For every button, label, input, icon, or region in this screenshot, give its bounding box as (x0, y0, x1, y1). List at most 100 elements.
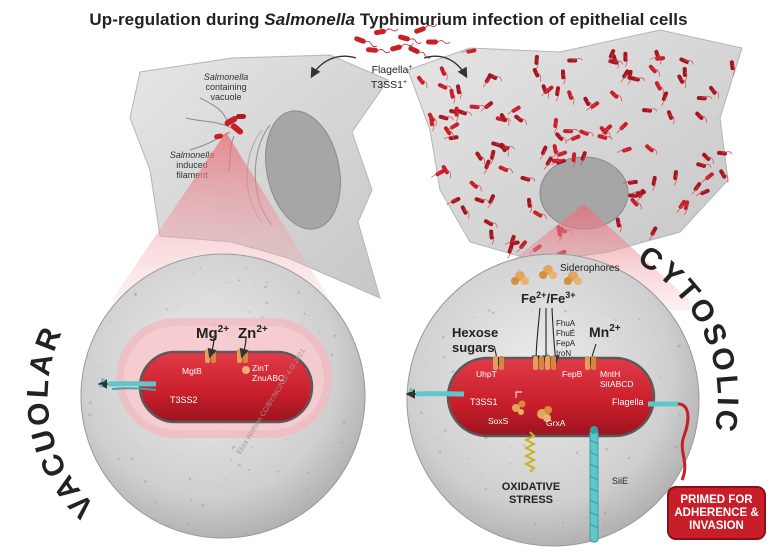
bacterium-flagellum-mark (479, 199, 490, 204)
bacterium-flagellum-mark (613, 60, 624, 65)
bacterium-flagellum-mark (572, 58, 583, 61)
sphere-texture-speck (265, 281, 268, 284)
sphere-texture-speck (484, 488, 487, 491)
bacterium-flagellum-mark (634, 201, 642, 210)
flagellum (647, 401, 690, 481)
bacterium-flagellum-mark (556, 158, 568, 162)
bacterium-flagellum-mark (649, 147, 658, 155)
sphere-texture-speck (442, 335, 445, 339)
sphere-texture-speck (593, 338, 595, 339)
bacterium-flagellum-mark (464, 209, 470, 220)
bacterium-flagellum-mark (507, 108, 517, 115)
bacterium-flagellum-mark (516, 244, 524, 253)
sphere-texture-speck (273, 509, 275, 511)
sphere-texture-speck (224, 478, 226, 480)
bacterium-flagellum-mark (451, 93, 456, 104)
sphere-texture-speck (444, 429, 447, 432)
sphere-texture-speck (349, 412, 351, 414)
sphere-texture-speck (300, 323, 302, 325)
sphere-texture-speck (303, 312, 306, 315)
bacterium-flagellum-mark (480, 104, 490, 112)
sphere-texture-speck (425, 348, 426, 350)
bacterium-flagellum-mark (648, 230, 655, 241)
bacterium-flagellum-mark (570, 94, 575, 105)
flagellated-bacteria-group: Flagella+ T3SS1+ (310, 23, 468, 91)
bacterium-flagellum-mark (712, 89, 720, 99)
sphere-texture-speck (616, 334, 617, 335)
sphere-texture-speck (154, 501, 157, 504)
sphere-texture-speck (654, 333, 656, 335)
bacterium-flagellum-mark (625, 56, 628, 67)
sphere-texture-speck (224, 513, 226, 515)
svg-text:Mg2+: Mg2+ (196, 324, 229, 342)
sphere-texture-speck (214, 521, 217, 524)
bacterium-flagellum-mark (562, 74, 566, 85)
fe-slash: / (546, 291, 550, 306)
bacterium-flagellum-mark (445, 169, 452, 179)
sphere-texture-speck (611, 478, 613, 480)
sphere-texture-speck (130, 457, 134, 461)
sphere-texture-speck (677, 344, 681, 348)
siderophores-label: Siderophores (560, 263, 619, 274)
bacterium-flagellum-mark (488, 222, 498, 228)
bacterium-flagellum-mark (680, 78, 687, 89)
sphere-texture-speck (109, 320, 111, 323)
flagella-label-inside: Flagella (612, 397, 644, 407)
bacterium-flagellum-mark (483, 164, 489, 174)
sphere-texture-speck (223, 315, 225, 317)
sphere-texture-speck (607, 504, 609, 506)
sphere-texture-speck (340, 441, 343, 445)
bacterium-flagellum-mark (447, 130, 454, 140)
sif-label-line3: filament (176, 170, 208, 180)
vacuolar-sphere: Mg2+ Zn2+ MgtB ZinT ZnuABC T3SS2 (80, 253, 366, 539)
sphere-texture-speck (528, 277, 529, 279)
sphere-texture-speck (265, 301, 269, 305)
oxidative-line1: OXIDATIVE (502, 481, 560, 493)
bacterium-flagellum-mark (554, 122, 558, 134)
fe2-charge: 2+ (536, 290, 546, 300)
sphere-texture-speck (243, 438, 245, 440)
sphere-texture-speck (579, 454, 581, 456)
bacterium-flagellum-mark (462, 111, 472, 116)
hexose-line2: sugars (452, 340, 495, 355)
sphere-texture-speck (329, 457, 331, 458)
fhua-label: FhuA (556, 319, 576, 328)
bacterium-flagellum-mark (385, 28, 399, 32)
bacterium-flagellum-mark (566, 136, 577, 142)
flagellated-bacterium-mark (366, 47, 378, 53)
sphere-texture-speck (117, 457, 121, 461)
title-italic: Salmonella (264, 10, 356, 29)
bacterium-flagellum-mark (586, 104, 596, 111)
sphere-texture-speck (614, 318, 617, 321)
sphere-texture-speck (510, 342, 512, 344)
sphere-texture-speck (561, 348, 563, 350)
bacterium-flagellum-mark (504, 241, 516, 245)
fepa-label: FepA (556, 339, 576, 348)
sphere-texture-speck (144, 480, 147, 483)
left-nucleus (265, 110, 341, 230)
salmonella-containing-vacuole (214, 114, 246, 140)
bacterium-flagellum-mark (684, 59, 694, 65)
bacterium-flagellum-mark (614, 94, 622, 102)
bacterium-flagellum-mark (732, 64, 736, 76)
title-suffix: Typhimurium infection of epithelial cell… (355, 10, 688, 29)
bacterium-flagellum-mark (684, 71, 688, 83)
bacterium-flagellum-mark (618, 222, 622, 233)
sphere-texture-speck (669, 448, 671, 450)
sphere-texture-speck (463, 329, 465, 330)
bacterium-flagellum-mark (482, 78, 489, 88)
sphere-texture-speck (88, 401, 92, 405)
iron-label: IroN (556, 349, 571, 358)
grxa-label: GrxA (546, 418, 566, 428)
sphere-texture-speck (248, 311, 251, 313)
sphere-texture-speck (533, 523, 537, 526)
sphere-texture-speck (439, 437, 441, 440)
flagellated-bacterium-mark (398, 34, 410, 42)
bacterium-flagellum-mark (491, 234, 495, 245)
bacterium-flagellum-mark (552, 152, 563, 158)
sitabcd-label: SitABCD (600, 379, 634, 389)
sphere-texture-speck (571, 328, 575, 332)
bacterium-flagellum-mark (722, 173, 729, 183)
flagellated-bacterium-mark (408, 46, 420, 54)
sphere-texture-speck (333, 320, 334, 322)
